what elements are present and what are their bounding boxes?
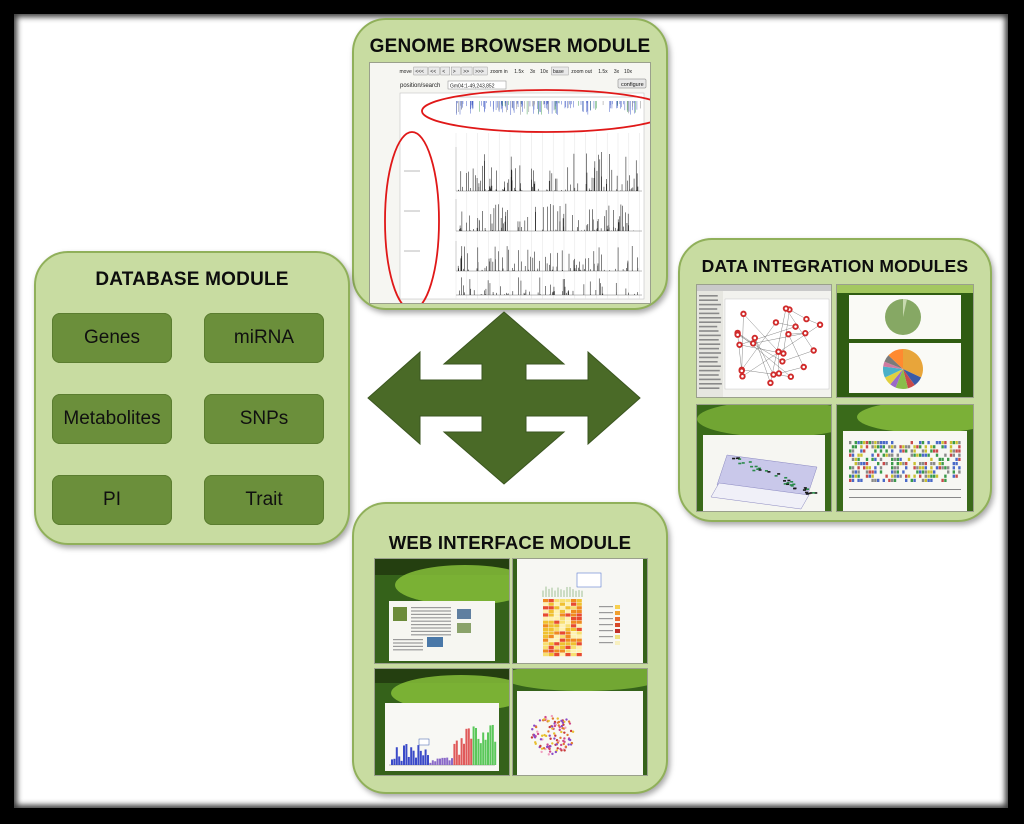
- toolbar-label: 3x: [614, 69, 620, 75]
- database-item-metabolites[interactable]: Metabolites: [52, 394, 172, 444]
- toolbar-label: 10x: [624, 69, 633, 75]
- toolbar-label: base: [553, 69, 564, 75]
- four-way-arrow-shape: [367, 311, 641, 485]
- database-item-genes[interactable]: Genes: [52, 313, 172, 363]
- position-label: position/search: [400, 83, 440, 89]
- pie-charts-graphic: [837, 285, 973, 397]
- pathway-screenshot: [696, 284, 832, 398]
- web-heatmap-screenshot: [512, 558, 648, 664]
- overview-highlight-ellipse: [421, 89, 650, 133]
- web-home-screenshot: [374, 558, 510, 664]
- web-interface-module: WEB INTERFACE MODULE: [352, 502, 668, 794]
- toolbar-label: >>>: [475, 69, 484, 75]
- data-integration-title: DATA INTEGRATION MODULES: [701, 256, 969, 276]
- toolbar-label: 1.5x: [514, 69, 524, 75]
- database-module: DATABASE MODULE Genes miRNA Metabolites …: [34, 251, 350, 545]
- configure-button[interactable]: [617, 78, 647, 89]
- toolbar-label: 10x: [540, 69, 549, 75]
- data-integration-module: DATA INTEGRATION MODULES: [678, 238, 992, 522]
- sequence-screenshot: [836, 404, 974, 512]
- toolbar-button[interactable]: [551, 66, 569, 76]
- web-network-screenshot: [512, 668, 648, 776]
- toolbar-label: zoom in: [490, 69, 508, 75]
- database-title: DATABASE MODULE: [95, 269, 289, 290]
- toolbar-button[interactable]: [413, 66, 428, 76]
- overview-track: [456, 96, 642, 115]
- toolbar-label: >>: [463, 69, 469, 75]
- track-area: [399, 92, 645, 300]
- alignment-plot-graphic: [697, 405, 831, 511]
- toolbar-label: 3x: [530, 69, 536, 75]
- pie-charts-screenshot: [836, 284, 974, 398]
- toolbar-button[interactable]: [473, 66, 488, 76]
- database-item-snps[interactable]: SNPs: [204, 394, 324, 444]
- toolbar-label: >: [453, 69, 456, 75]
- toolbar-label: <<<: [415, 69, 424, 75]
- toolbar-label: <: [442, 69, 445, 75]
- track-labels-highlight-ellipse: [384, 131, 440, 303]
- toolbar-label: zoom out: [571, 69, 592, 75]
- toolbar-label: move: [400, 69, 412, 75]
- configure-label: configure: [621, 82, 644, 88]
- alignment-plot-screenshot: [696, 404, 832, 512]
- position-value: Gm04:1-49,243,852: [450, 84, 495, 90]
- pie-chart-2: [883, 349, 923, 389]
- database-item-mirna[interactable]: miRNA: [204, 313, 324, 363]
- toolbar-button[interactable]: [440, 66, 450, 76]
- web-histogram-screenshot: [374, 668, 510, 776]
- toolbar-button[interactable]: [450, 66, 461, 76]
- four-way-arrow: [367, 311, 641, 485]
- pathway-graphic: [697, 285, 831, 397]
- toolbar-button[interactable]: [428, 66, 440, 76]
- sequence-graphic: [837, 405, 973, 511]
- toolbar-label: 1.5x: [598, 69, 608, 75]
- database-item-pi[interactable]: PI: [52, 475, 172, 525]
- database-item-trait[interactable]: Trait: [204, 475, 324, 525]
- toolbar-button[interactable]: [461, 66, 473, 76]
- toolbar-label: <<: [430, 69, 436, 75]
- genome-browser-title: GENOME BROWSER MODULE: [369, 36, 651, 57]
- genome-browser-module: GENOME BROWSER MODULE move<<<<<<>>>>>>zo…: [352, 18, 668, 310]
- web-interface-title: WEB INTERFACE MODULE: [388, 532, 632, 553]
- position-input[interactable]: [447, 80, 507, 90]
- data-tracks: [404, 147, 642, 296]
